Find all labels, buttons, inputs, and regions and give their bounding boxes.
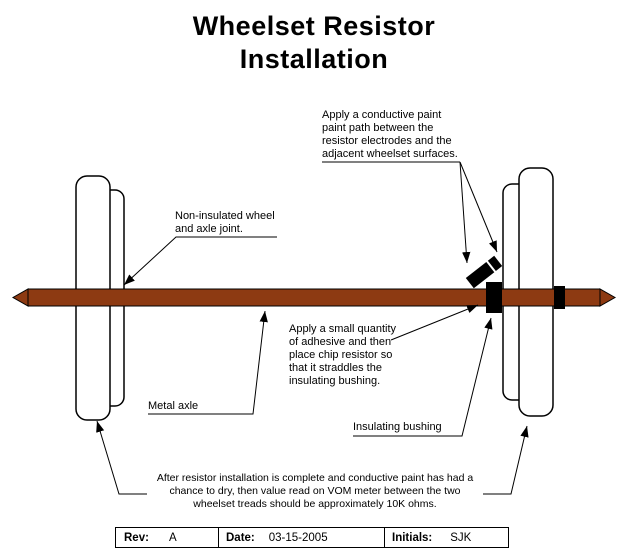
leader-non-insulated	[123, 236, 277, 286]
date-value: 03-15-2005	[268, 531, 328, 544]
note-metal-axle: Metal axle	[148, 400, 199, 412]
page-title-line2: Installation	[239, 44, 389, 74]
axle-tip-right	[599, 288, 617, 307]
axle-tip-left	[11, 288, 29, 307]
note-conductive-paint: Apply a conductive paint paint path betw…	[322, 109, 458, 160]
note-insulating-bushing: Insulating bushing	[353, 421, 442, 433]
date-label: Date:	[226, 531, 255, 544]
right-hub-block	[554, 286, 565, 309]
note-non-insulated: Non-insulated wheel and axle joint.	[175, 210, 275, 235]
chip-resistor-electrode	[487, 255, 503, 271]
rev-value: A	[168, 531, 177, 544]
rev-cell: Rev: A	[116, 528, 218, 547]
note-adhesive: Apply a small quantity of adhesive and t…	[289, 323, 396, 387]
metal-axle	[27, 288, 601, 307]
rev-label: Rev:	[124, 531, 149, 544]
chip-resistor-body	[465, 261, 495, 289]
leader-conductive-arrow-1	[459, 161, 471, 264]
chip-resistor	[465, 255, 503, 289]
revision-title-block: Rev: A Date: 03-15-2005 Initials: SJK	[115, 527, 509, 548]
initials-value: SJK	[450, 531, 472, 544]
initials-cell: Initials: SJK	[384, 528, 508, 547]
page-title-line1: Wheelset Resistor	[192, 11, 436, 41]
leader-insulating-bushing	[353, 317, 493, 437]
leader-adhesive	[390, 304, 479, 341]
insulating-bushing-part	[486, 282, 502, 313]
leader-vom-left	[96, 420, 147, 495]
date-cell: Date: 03-15-2005	[218, 528, 384, 547]
note-vom-reading: After resistor installation is complete …	[156, 472, 474, 510]
leader-conductive-arrow-2	[459, 161, 498, 253]
leader-vom-right	[483, 425, 529, 495]
leader-metal-axle	[148, 310, 268, 415]
initials-label: Initials:	[392, 531, 433, 544]
